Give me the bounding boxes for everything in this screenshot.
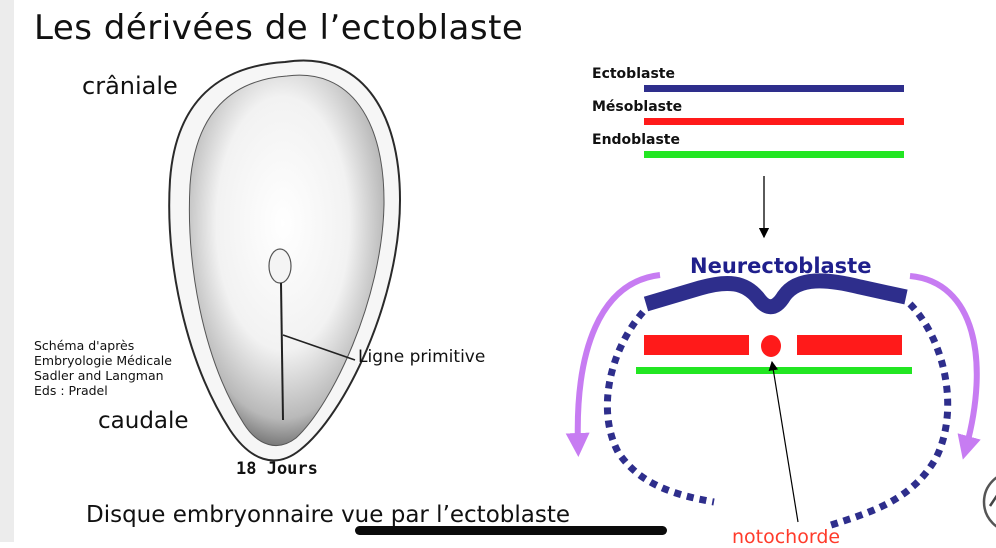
home-indicator-bar[interactable] xyxy=(355,526,667,535)
layer-label-endoblaste: Endoblaste xyxy=(592,132,680,148)
caption: Disque embryonnaire vue par l’ectoblaste xyxy=(86,502,570,528)
ectoblaste-bar xyxy=(644,85,904,92)
age-label: 18 Jours xyxy=(236,459,318,479)
notochord-dot xyxy=(761,335,781,357)
layer-label-ectoblaste: Ectoblaste xyxy=(592,66,675,82)
scroll-up-button[interactable] xyxy=(984,472,996,532)
embryonic-disc xyxy=(169,60,400,460)
ligne-primitive-label: Ligne primitive xyxy=(358,347,485,367)
mesoderm-left-block xyxy=(644,335,749,355)
endoblaste-bar xyxy=(644,151,904,158)
neurectoblaste-label: Neurectoblaste xyxy=(690,254,871,278)
notochord-leader-line xyxy=(772,362,798,522)
neural-plate xyxy=(646,281,906,307)
primitive-node xyxy=(269,249,291,283)
mesoderm-right-block xyxy=(797,335,902,355)
layer-label-mesoblaste: Mésoblaste xyxy=(592,99,682,115)
mesoblaste-bar xyxy=(644,118,904,125)
notochorde-label: notochorde xyxy=(732,526,840,548)
